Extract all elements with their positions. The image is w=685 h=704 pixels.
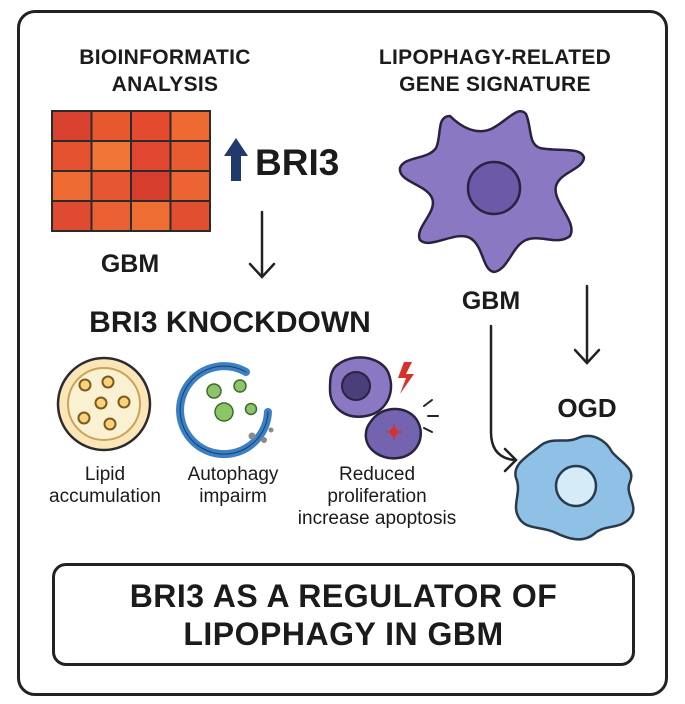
heatmap-cell — [169, 140, 211, 172]
up-arrow-head — [224, 138, 248, 156]
lipid-label-line1: Lipid — [84, 464, 126, 485]
heatmap-cell — [51, 170, 93, 202]
lightning-icon — [398, 362, 414, 394]
heatmap-cell — [169, 170, 211, 202]
apoptosis-label: Reduced proliferation increase apoptosis — [282, 464, 472, 530]
apoptosis-label-line3: increase apoptosis — [297, 508, 457, 529]
ogd-cell-nucleus — [554, 464, 598, 508]
bri3-label: BRI3 — [255, 142, 340, 183]
heatmap-cell — [90, 200, 132, 232]
autophagy-label: Autophagy impairm — [168, 464, 298, 508]
arrow-gbm-to-ogd-icon — [573, 284, 601, 365]
heatmap — [51, 110, 211, 232]
autophagy-label-line2: impairm — [199, 486, 267, 507]
heatmap-cell — [130, 200, 172, 232]
cell-gbm-label: GBM — [461, 287, 521, 315]
bioinformatic-title: BIOINFORMATIC ANALYSIS — [40, 44, 290, 98]
heatmap-cell — [51, 140, 93, 172]
signature-title: LIPOPHAGY-RELATED GENE SIGNATURE — [340, 44, 650, 98]
signature-title-line1: LIPOPHAGY-RELATED — [378, 46, 612, 69]
apoptosis-label-line1: Reduced — [338, 464, 416, 485]
heatmap-cell — [130, 170, 172, 202]
gbm-cell-nucleus — [466, 160, 522, 216]
lipid-label-line2: accumulation — [49, 486, 161, 507]
up-arrow-icon — [224, 138, 248, 181]
gbm-cell-icon — [398, 110, 586, 274]
heatmap-cell — [169, 200, 211, 232]
healthy-cell-nucleus — [341, 371, 371, 401]
heatmap-cell — [51, 110, 93, 142]
lipid-droplet-icon — [56, 356, 152, 452]
autophagy-label-line1: Autophagy — [187, 464, 279, 485]
arrow-gbm-to-ogd-cell-icon — [489, 324, 518, 473]
knockdown-title: BRI3 KNOCKDOWN — [89, 306, 371, 339]
bioinformatic-title-line2: ANALYSIS — [111, 73, 219, 96]
apoptosis-label-line2: proliferation — [327, 486, 427, 507]
ogd-label: OGD — [557, 393, 617, 423]
ogd-cell-icon — [514, 434, 635, 541]
heatmap-cell — [169, 110, 211, 142]
heatmap-cell — [130, 110, 172, 142]
heatmap-cell — [90, 110, 132, 142]
heatmap-cell — [130, 140, 172, 172]
heatmap-cell — [90, 170, 132, 202]
autophagy-icon — [176, 362, 274, 459]
heatmap-gbm-label: GBM — [100, 250, 160, 278]
conclusion-line2: LIPOPHAGY IN GBM — [183, 615, 504, 652]
conclusion-box: BRI3 AS A REGULATOR OF LIPOPHAGY IN GBM — [52, 563, 635, 666]
up-arrow-shaft — [231, 155, 241, 181]
outer-frame — [17, 10, 668, 696]
apoptosis-icon — [328, 356, 439, 460]
heatmap-cell — [51, 200, 93, 232]
lipid-label: Lipid accumulation — [20, 464, 190, 508]
signature-title-line2: GENE SIGNATURE — [399, 73, 591, 96]
conclusion-line1: BRI3 AS A REGULATOR OF — [129, 577, 558, 614]
arrow-to-knockdown-icon — [248, 210, 276, 279]
bioinformatic-title-line1: BIOINFORMATIC — [79, 46, 251, 69]
heatmap-cell — [90, 140, 132, 172]
